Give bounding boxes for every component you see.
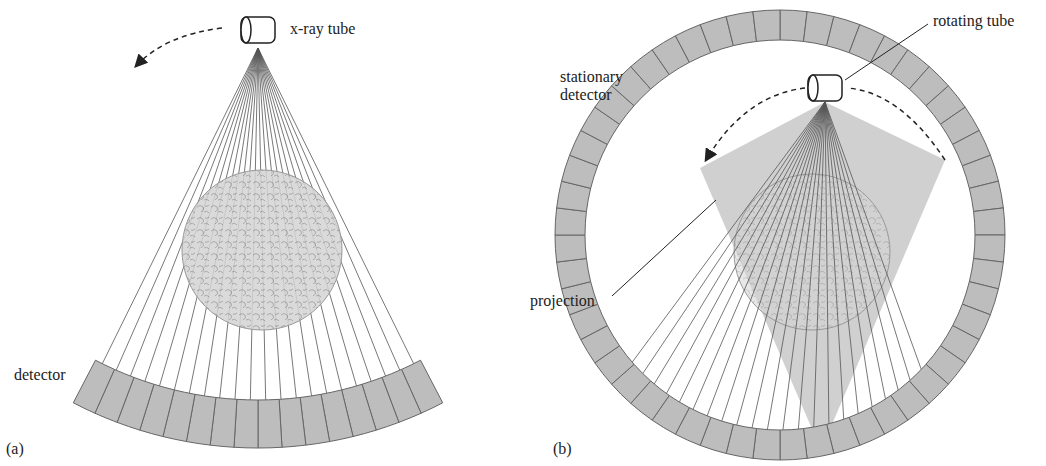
detector-element <box>974 208 1005 235</box>
leader-line <box>612 200 716 296</box>
object-phantom <box>182 170 342 330</box>
part-label: detector <box>14 366 66 384</box>
detector-element <box>555 208 586 235</box>
detector-element <box>258 399 282 448</box>
x-ray-tube-symbol <box>241 17 275 43</box>
x-ray-beam <box>643 102 825 374</box>
detector-element <box>73 360 114 413</box>
x-ray-beam <box>825 102 872 407</box>
x-ray-beam <box>679 102 825 402</box>
x-ray-beam <box>825 102 829 424</box>
detector-element <box>555 235 586 262</box>
leader-line <box>845 24 928 80</box>
x-ray-beam <box>798 102 825 429</box>
x-ray-beam <box>825 102 885 399</box>
x-ray-beam <box>722 102 825 421</box>
x-ray-tube-symbol <box>808 75 842 101</box>
part-label: projection <box>530 292 595 310</box>
x-ray-beam <box>752 102 825 428</box>
detector-element <box>974 235 1005 262</box>
projection-fan <box>700 102 945 450</box>
detector-element <box>234 399 258 448</box>
x-ray-beam <box>783 102 825 430</box>
x-ray-beam <box>767 102 825 430</box>
x-ray-beam <box>825 102 921 369</box>
panel-label: (b) <box>553 440 572 458</box>
x-ray-beam <box>825 102 898 390</box>
part-label: stationary detector <box>560 68 642 105</box>
fourth-generation-ct <box>555 10 1005 460</box>
rotation-arrow <box>136 28 222 66</box>
detector-element <box>279 397 306 447</box>
x-ray-beam <box>654 102 825 384</box>
fan-beam-ct <box>73 17 442 448</box>
x-ray-beam <box>825 102 910 380</box>
detector-element <box>969 181 1003 211</box>
detector-element <box>804 424 834 458</box>
detector-element <box>557 259 591 289</box>
x-ray-beam <box>814 102 825 427</box>
x-ray-beam <box>707 102 825 416</box>
panel-label: (a) <box>6 440 24 458</box>
part-label: x-ray tube <box>290 20 355 38</box>
detector-element <box>726 12 756 46</box>
detector-element <box>780 429 807 460</box>
part-label: rotating tube <box>933 12 1014 30</box>
detector-element <box>753 429 780 460</box>
detector-element <box>780 10 807 41</box>
detector-element <box>753 10 780 41</box>
x-ray-beam <box>666 102 825 394</box>
